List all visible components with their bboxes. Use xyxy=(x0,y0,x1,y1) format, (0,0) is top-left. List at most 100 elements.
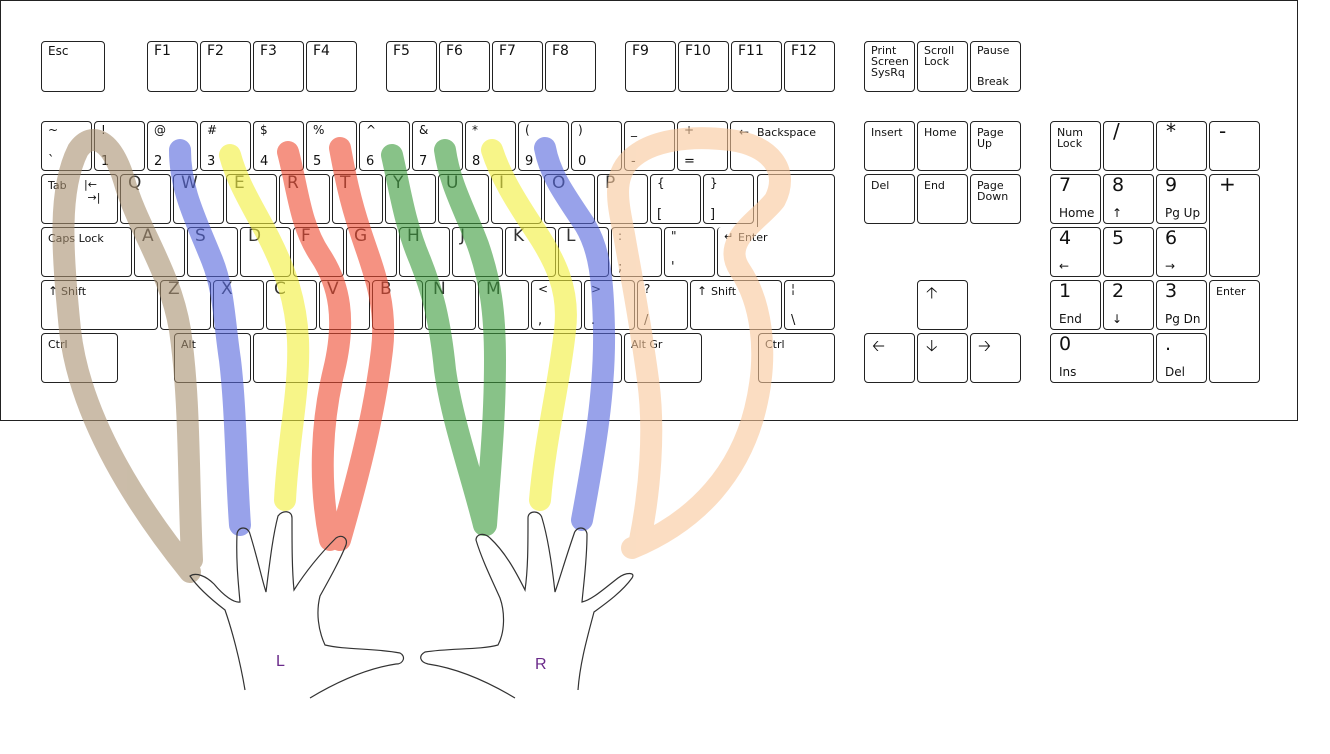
key-f4[interactable]: F4 xyxy=(306,41,357,92)
key-3-top: # xyxy=(207,123,218,137)
key-f7[interactable]: F7 xyxy=(492,41,543,92)
key-numpad-7-bottom: Home xyxy=(1059,206,1095,220)
key-f10-label: F10 xyxy=(685,43,711,59)
key-insert-label: Insert xyxy=(871,126,903,139)
key-backslash-bottom: \ xyxy=(791,313,796,328)
key-f1[interactable]: F1 xyxy=(147,41,198,92)
key-home[interactable]: Home xyxy=(917,121,968,171)
key-insert[interactable]: Insert xyxy=(864,121,915,171)
key-bracket-open[interactable]: {[ xyxy=(650,174,701,224)
key-arrow-down[interactable]: 🡣 xyxy=(917,333,968,383)
key-f6[interactable]: F6 xyxy=(439,41,490,92)
key-esc-label: Esc xyxy=(48,44,69,58)
key-quote[interactable]: "' xyxy=(664,227,715,277)
key-numpad-3[interactable]: 3 Pg Dn xyxy=(1156,280,1207,330)
key-5-top: % xyxy=(313,123,325,137)
key-numpad-8-bottom: ↑ xyxy=(1112,206,1123,220)
key-arrow-right[interactable]: 🡢 xyxy=(970,333,1021,383)
key-7-top: & xyxy=(419,123,429,137)
key-k-label: K xyxy=(513,226,525,246)
key-f2[interactable]: F2 xyxy=(200,41,251,92)
key-1-top: ! xyxy=(101,123,106,137)
key-2-bottom: 2 xyxy=(154,154,163,169)
key-shift-right-label: Shift xyxy=(711,285,737,298)
key-numpad-6[interactable]: 6→ xyxy=(1156,227,1207,277)
key-8-top: * xyxy=(472,123,478,137)
key-numpad-enter[interactable]: Enter xyxy=(1209,280,1260,383)
key-f3[interactable]: F3 xyxy=(253,41,304,92)
key-break-label: Break xyxy=(977,75,1009,88)
key-comma-bottom: , xyxy=(538,313,543,328)
key-f11[interactable]: F11 xyxy=(731,41,782,92)
key-numpad-9-top: 9 xyxy=(1165,174,1178,196)
key-numpad-dot[interactable]: .Del xyxy=(1156,333,1207,383)
key-esc[interactable]: Esc xyxy=(41,41,105,92)
key-delete-label: Del xyxy=(871,179,890,192)
key-3-bottom: 3 xyxy=(207,154,216,169)
arrow-right-icon: 🡢 xyxy=(978,336,991,355)
key-delete[interactable]: Del xyxy=(864,174,915,224)
arrow-left-icon: 🡠 xyxy=(872,336,885,355)
key-numpad-enter-label: Enter xyxy=(1216,285,1246,298)
key-arrow-left[interactable]: 🡠 xyxy=(864,333,915,383)
left-pinky-path xyxy=(52,129,203,583)
key-scroll-lock[interactable]: Scroll Lock xyxy=(917,41,968,92)
key-equals-bottom: = xyxy=(684,154,695,169)
shift-left-arrow-icon: ↑ xyxy=(48,284,59,298)
key-tilde-top: ~ xyxy=(48,123,59,137)
key-f5[interactable]: F5 xyxy=(386,41,437,92)
key-f8[interactable]: F8 xyxy=(545,41,596,92)
key-numpad-2[interactable]: 2↓ xyxy=(1103,280,1154,330)
key-f11-label: F11 xyxy=(738,43,764,59)
key-numpad-divide-label: / xyxy=(1113,119,1120,143)
key-f3-label: F3 xyxy=(260,43,277,59)
key-numpad-5[interactable]: 5 xyxy=(1103,227,1154,277)
key-numpad-4-top: 4 xyxy=(1059,227,1072,249)
key-f5-label: F5 xyxy=(393,43,410,59)
tab-arrows-icon: |← →| xyxy=(84,178,101,204)
key-print-screen-label: Print Screen SysRq xyxy=(871,44,909,79)
key-backslash[interactable]: ¦\ xyxy=(784,280,835,330)
key-9-bottom: 9 xyxy=(525,154,534,169)
key-numpad-plus[interactable]: + xyxy=(1209,174,1260,277)
key-0-bottom: 0 xyxy=(578,154,587,169)
key-numpad-4-bottom: ← xyxy=(1059,259,1070,273)
key-numpad-minus[interactable]: - xyxy=(1209,121,1260,171)
key-num-lock-label: Num Lock xyxy=(1057,126,1083,150)
key-page-up[interactable]: Page Up xyxy=(970,121,1021,171)
key-minus-top: _ xyxy=(631,123,637,137)
key-4-top: $ xyxy=(260,123,268,137)
key-8-bottom: 8 xyxy=(472,154,481,169)
key-numpad-4[interactable]: 4← xyxy=(1050,227,1101,277)
key-f9-label: F9 xyxy=(632,43,649,59)
key-arrow-up[interactable]: 🡡 xyxy=(917,280,968,330)
key-scroll-lock-label: Scroll Lock xyxy=(924,44,955,68)
key-f9[interactable]: F9 xyxy=(625,41,676,92)
key-0[interactable]: )0 xyxy=(571,121,622,171)
key-num-lock[interactable]: Num Lock xyxy=(1050,121,1101,171)
key-f7-label: F7 xyxy=(499,43,516,59)
key-bracket-close-bottom: ] xyxy=(710,207,716,222)
key-print-screen[interactable]: Print Screen SysRq xyxy=(864,41,915,92)
key-f8-label: F8 xyxy=(552,43,569,59)
key-numpad-8[interactable]: 8↑ xyxy=(1103,174,1154,224)
key-numpad-divide[interactable]: / xyxy=(1103,121,1154,171)
key-page-down[interactable]: Page Down xyxy=(970,174,1021,224)
key-f10[interactable]: F10 xyxy=(678,41,729,92)
key-4-bottom: 4 xyxy=(260,154,269,169)
key-numpad-6-bottom: → xyxy=(1165,259,1176,273)
key-numpad-3-bottom: Pg Dn xyxy=(1165,312,1201,326)
left-hand-label: L xyxy=(276,653,285,670)
key-end[interactable]: End xyxy=(917,174,968,224)
key-numpad-multiply[interactable]: * xyxy=(1156,121,1207,171)
key-numpad-3-top: 3 xyxy=(1165,280,1178,302)
key-f12[interactable]: F12 xyxy=(784,41,835,92)
key-numpad-6-top: 6 xyxy=(1165,227,1178,249)
right-ring-path xyxy=(534,137,616,531)
